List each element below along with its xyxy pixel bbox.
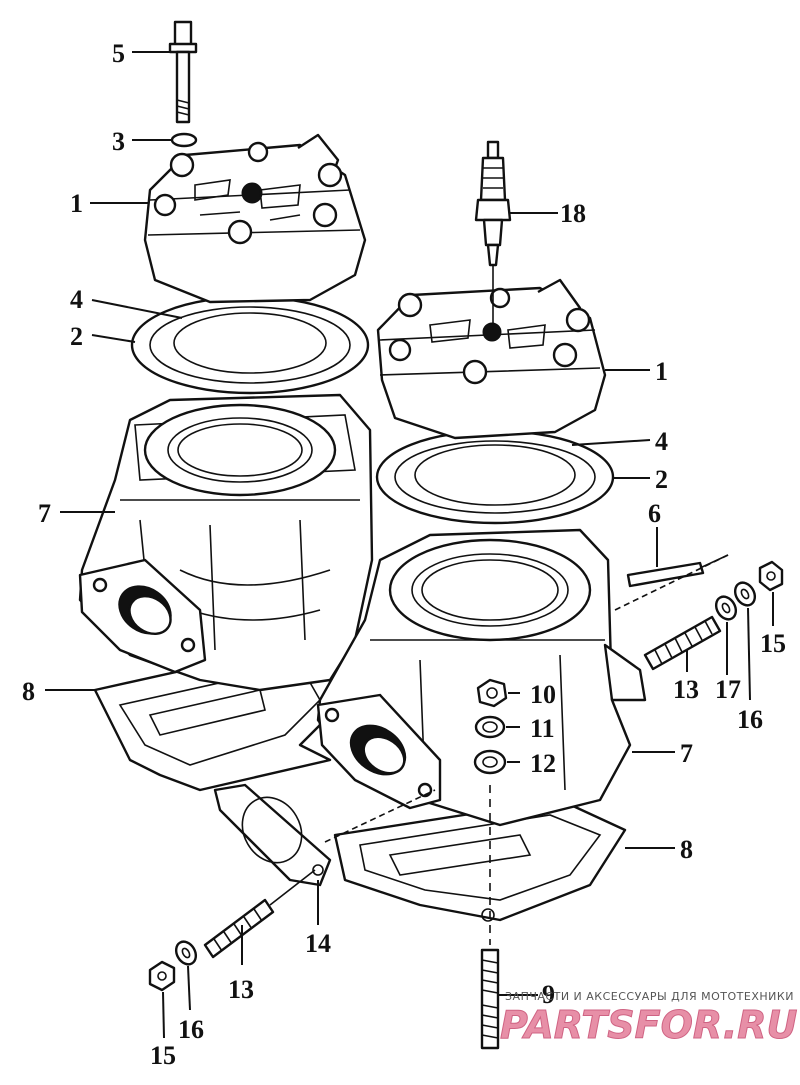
nut-15-left <box>148 960 176 992</box>
watermark-logo: PARTSFOR.RU <box>500 1003 798 1047</box>
exhaust-gasket <box>213 783 332 887</box>
callout-4-left: 4 <box>70 285 83 314</box>
callout-15-left: 15 <box>150 1041 176 1070</box>
washer-17 <box>714 595 738 621</box>
callout-3: 3 <box>112 127 125 156</box>
callout-2-right: 2 <box>655 465 668 494</box>
lock-washer-11 <box>474 715 506 739</box>
watermark-caption: ЗАПЧАСТИ И АКСЕССУАРЫ ДЛЯ МОТОТЕХНИКИ <box>505 990 794 1003</box>
washer-16-left <box>174 940 198 966</box>
washer-3 <box>170 132 198 148</box>
alignment-line <box>324 789 436 843</box>
cylinder-left <box>78 393 374 692</box>
callout-4-right: 4 <box>655 427 668 456</box>
callout-2-left: 2 <box>70 322 83 351</box>
dowel-pin-6 <box>614 554 729 611</box>
callout-17: 17 <box>715 675 741 704</box>
callout-14: 14 <box>305 929 331 958</box>
head-bolt-5 <box>168 20 198 124</box>
stud-13-right <box>643 615 722 671</box>
callout-13-right: 13 <box>673 675 699 704</box>
callout-7-left: 7 <box>38 499 51 528</box>
callout-12: 12 <box>530 749 556 778</box>
cylinder-right <box>316 528 647 827</box>
callout-16-left: 16 <box>178 1015 204 1044</box>
washer-16-right <box>733 581 757 607</box>
callout-1-right: 1 <box>655 357 668 386</box>
nut-10 <box>476 678 508 708</box>
o-ring-left <box>173 312 327 374</box>
callout-8-left: 8 <box>22 677 35 706</box>
callout-18: 18 <box>560 199 586 228</box>
stud-13-left <box>203 869 316 959</box>
callout-6: 6 <box>648 499 661 528</box>
nut-15-right <box>758 560 784 592</box>
head-gasket-left <box>130 295 370 395</box>
callout-9: 9 <box>542 980 555 1009</box>
callout-7-right: 7 <box>680 739 693 768</box>
stud-9 <box>480 785 500 1050</box>
callout-15-right: 15 <box>760 629 786 658</box>
callout-labels: 5 3 1 4 2 7 8 18 1 4 2 6 7 8 10 11 12 13… <box>22 39 786 1070</box>
callout-1-left: 1 <box>70 189 83 218</box>
washer-12 <box>473 749 507 775</box>
watermark: ЗАПЧАСТИ И АКСЕССУАРЫ ДЛЯ МОТОТЕХНИКИ PA… <box>500 990 799 1048</box>
spark-plug-18 <box>474 140 512 330</box>
cylinder-head-left <box>143 133 367 304</box>
callout-11: 11 <box>530 714 555 743</box>
base-gasket-right <box>333 798 627 922</box>
callout-5: 5 <box>112 39 125 68</box>
cylinder-head-right <box>376 278 607 440</box>
callout-10: 10 <box>530 680 556 709</box>
callout-16-right: 16 <box>737 705 763 734</box>
o-ring-right <box>414 444 576 506</box>
callout-13-left: 13 <box>228 975 254 1004</box>
leader-lines <box>45 51 774 1039</box>
callout-8-right: 8 <box>680 835 693 864</box>
